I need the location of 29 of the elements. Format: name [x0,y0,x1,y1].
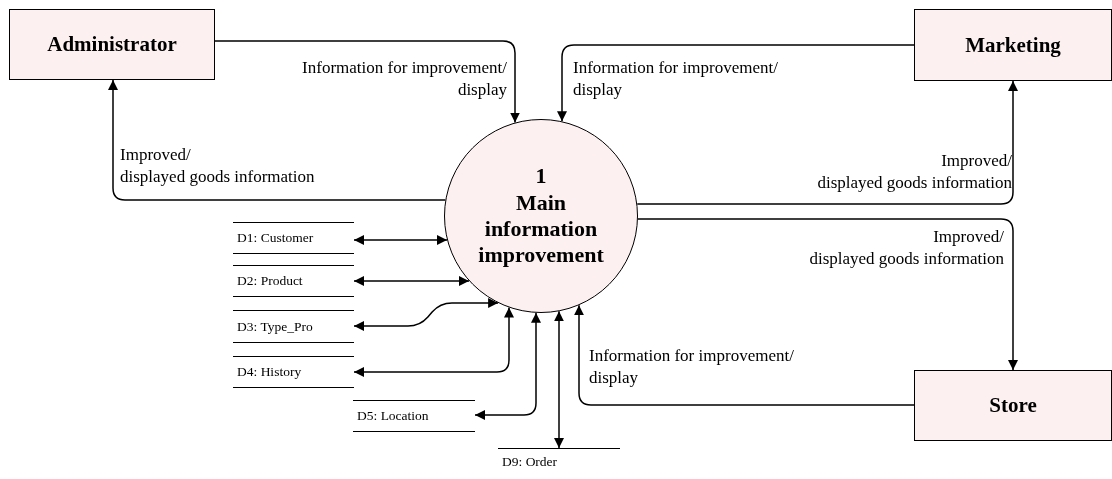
process-number: 1 [535,163,547,190]
arrow [636,80,1018,205]
process-name: Main information improvement [477,189,605,269]
arrow [353,235,448,245]
arrow [637,218,1018,371]
data-store: D9: Order [498,448,620,474]
edge-label: Improved/ displayed goods information [808,226,1004,270]
edge-label: Information for improvement/ display [589,345,795,389]
arrow [474,312,541,420]
edge-label: Improved/ displayed goods information [816,150,1012,194]
arrow [574,304,915,406]
arrow [108,79,447,201]
arrow [214,40,520,124]
arrow [557,44,915,123]
edge-label: Information for improvement/ display [573,57,779,101]
entity-box: Marketing [914,9,1112,81]
entity-box: Administrator [9,9,215,80]
data-store: D3: Type_Pro [233,310,354,343]
edge-label: Information for improvement/ display [301,57,507,101]
data-store: D4: History [233,356,354,388]
data-store: D2: Product [233,265,354,297]
arrow [353,298,499,331]
arrow [554,310,564,449]
edge-label: Improved/ displayed goods information [120,144,316,188]
entity-box: Store [914,370,1112,441]
data-store: D5: Location [353,400,475,432]
arrow [353,306,514,377]
arrow [353,276,470,286]
data-store: D1: Customer [233,222,354,254]
